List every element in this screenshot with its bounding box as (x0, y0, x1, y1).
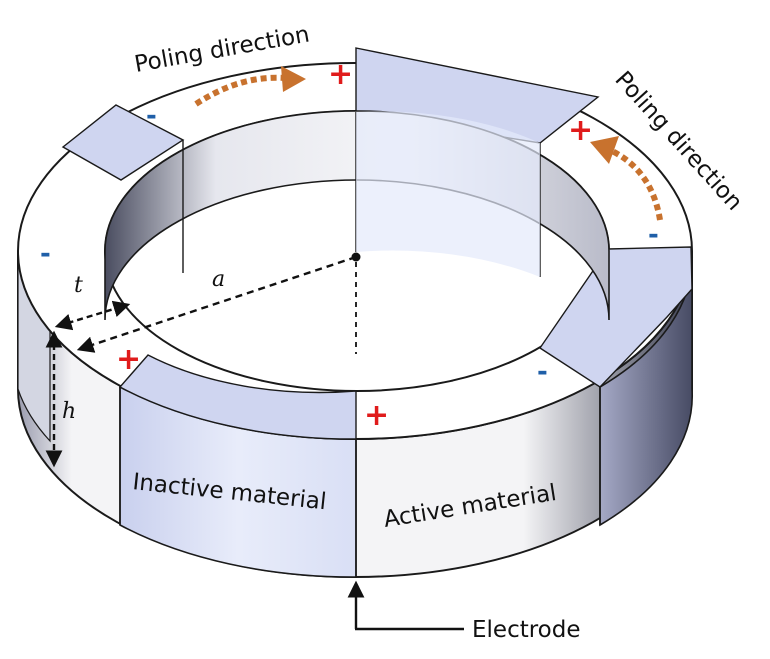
plus-sign: + (364, 398, 389, 433)
plus-sign: + (328, 57, 353, 92)
plus-sign: + (568, 113, 593, 148)
electrode-label: Electrode (472, 617, 581, 643)
minus-sign: - (40, 239, 51, 269)
inactive-top-right (539, 246, 693, 388)
radius-line (76, 255, 357, 353)
minus-sign: - (146, 101, 157, 131)
poling-arrow-right (608, 147, 663, 221)
thickness-symbol: t (74, 273, 83, 298)
poling-arrow-top (194, 74, 286, 107)
plus-sign: + (116, 342, 141, 377)
inactive-outer-wall-right (599, 250, 694, 527)
thickness-arrow (54, 300, 131, 331)
minus-sign: - (648, 220, 659, 250)
radius-symbol: a (212, 267, 225, 292)
height-symbol: h (62, 399, 76, 424)
minus-sign: - (537, 357, 548, 387)
poling-arrow-top-head (281, 66, 306, 92)
poling-arrow-right-head (590, 136, 619, 164)
inactive-top-front (118, 354, 357, 440)
inactive-inner-wall (356, 111, 540, 277)
inactive-top-back-left (61, 104, 185, 181)
